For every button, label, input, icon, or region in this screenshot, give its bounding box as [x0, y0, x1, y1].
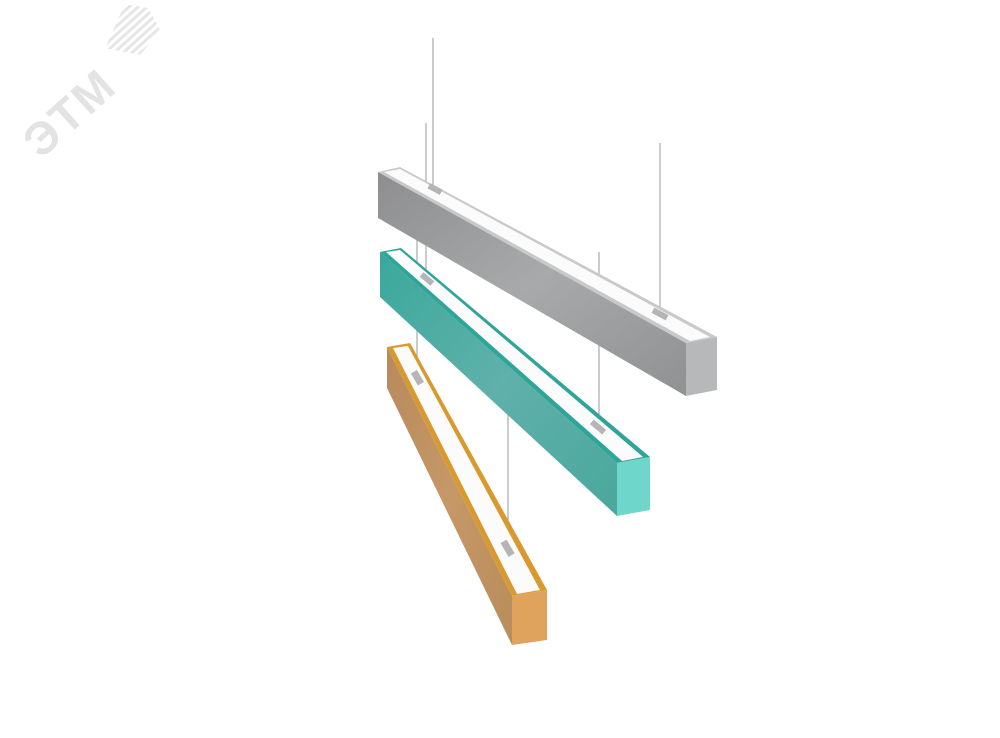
teal-luminaire: [380, 248, 650, 516]
etm-logo-icon: [105, 4, 160, 55]
mount-bracket: [651, 307, 669, 321]
mount-bracket: [427, 183, 443, 195]
mount-bracket: [410, 369, 424, 386]
orange-luminaire: [387, 343, 547, 645]
mount-bracket: [589, 419, 607, 435]
mount-bracket: [419, 272, 435, 286]
silver-luminaire: [378, 167, 717, 396]
mount-bracket: [500, 539, 515, 557]
